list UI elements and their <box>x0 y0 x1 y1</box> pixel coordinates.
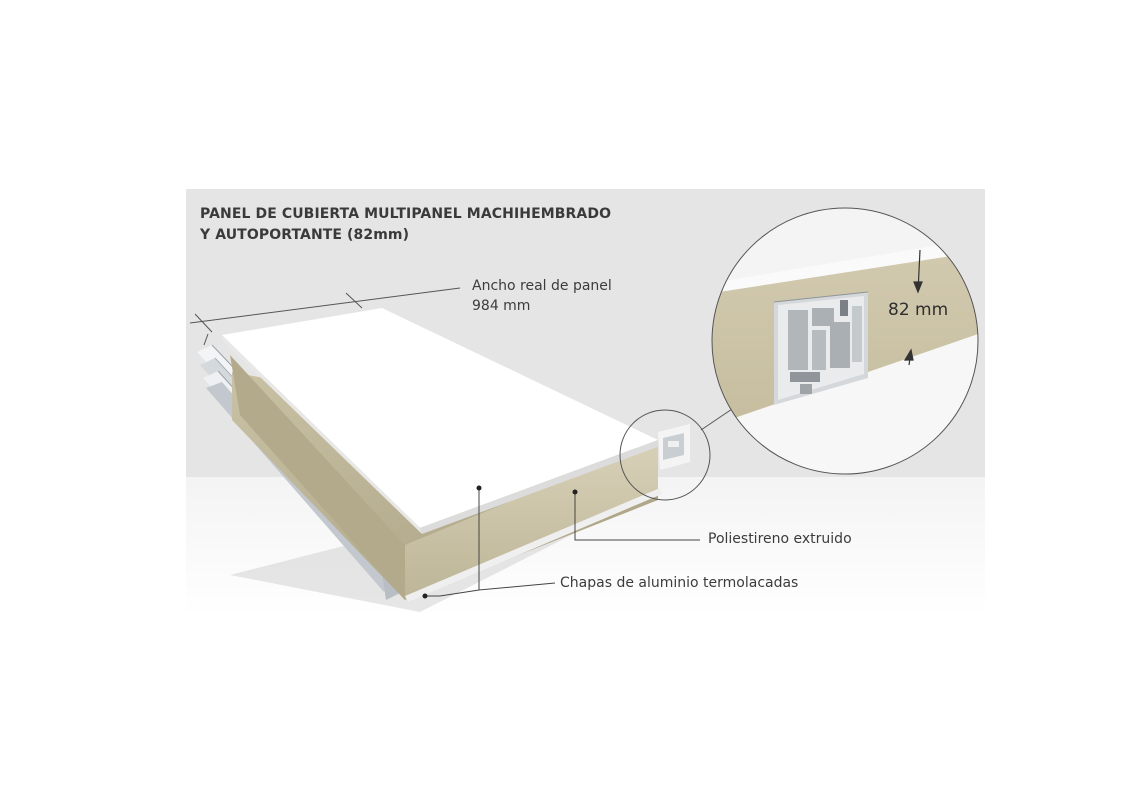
width-value: 984 mm <box>472 298 531 314</box>
bottom-sheet <box>405 488 662 602</box>
thickness-label: 82 mm <box>888 300 949 320</box>
diagram-title: PANEL DE CUBIERTA MULTIPANEL MACHIHEMBRA… <box>200 204 611 246</box>
width-label: Ancho real de panel <box>472 278 612 294</box>
title-line-1: PANEL DE CUBIERTA MULTIPANEL MACHIHEMBRA… <box>200 206 612 222</box>
thickness-dimension <box>903 249 923 366</box>
leader-dot-top-sheet <box>476 485 482 491</box>
leader-lines <box>425 488 700 597</box>
zoom-detail <box>711 207 979 475</box>
leader-dot-bottom-sheet <box>422 593 428 599</box>
top-sheet <box>222 308 660 534</box>
sheets-label: Chapas de aluminio termolacadas <box>560 575 799 591</box>
leader-dot-insulation <box>572 489 578 495</box>
title-line-2: Y AUTOPORTANTE (82mm) <box>200 227 410 243</box>
detail-marker-circle <box>619 409 711 501</box>
insulation-label: Poliestireno extruido <box>708 531 852 547</box>
tongue-profile <box>658 424 690 470</box>
width-dimension <box>189 287 461 346</box>
